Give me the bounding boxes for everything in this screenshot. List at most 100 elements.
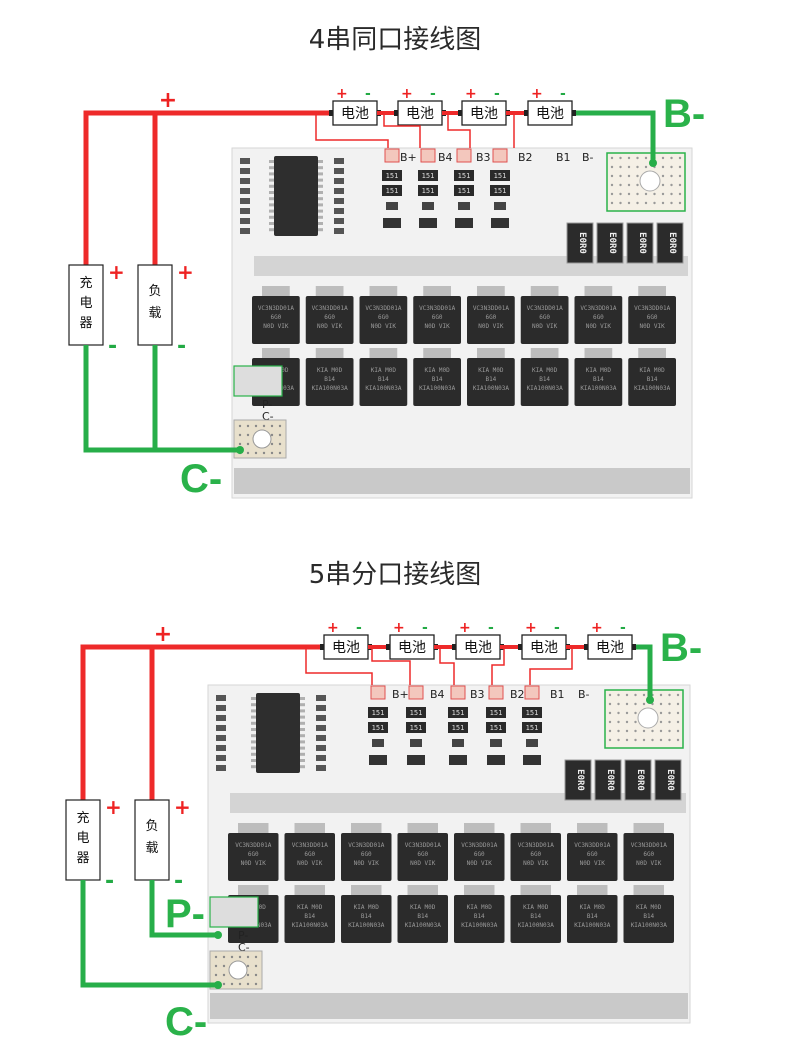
mosfet-marking: VC3N3DD01A <box>405 842 442 849</box>
cell-minus-sign: - <box>422 620 428 636</box>
balance-tap-wire <box>383 113 421 148</box>
load-minus-sign: - <box>174 869 183 894</box>
balance-tap-pad <box>450 685 466 700</box>
pad-via <box>254 982 258 986</box>
pad-via <box>676 702 680 706</box>
mosfet-marking: KIA M0D <box>371 367 397 374</box>
mosfet-marking: VC3N3DD01A <box>518 842 555 849</box>
pad-via <box>619 201 622 205</box>
sot-transistor <box>407 755 425 765</box>
ic-pin <box>251 752 256 756</box>
power-mosfet <box>284 895 335 943</box>
mosfet-marking: B14 <box>324 376 335 383</box>
smd-passive <box>216 745 226 751</box>
mosfet-tab <box>407 885 438 895</box>
smd-passive <box>216 715 226 721</box>
pad-via <box>246 442 250 446</box>
smd-passive <box>216 725 226 731</box>
mosfet-marking: N0D VIK <box>410 860 436 867</box>
pad-via <box>651 738 654 742</box>
power-mosfet <box>574 358 623 406</box>
pad-via <box>644 201 648 205</box>
tap-label: B1 <box>550 688 565 701</box>
sot-transistor <box>491 218 509 228</box>
load-label: 载 <box>148 306 161 321</box>
pad-via <box>644 192 648 196</box>
pad-via <box>634 729 637 733</box>
pad-via <box>610 174 614 178</box>
smd-passive <box>216 705 226 711</box>
pad-via <box>670 174 673 178</box>
mosfet-marking: VC3N3DD01A <box>348 842 385 849</box>
pad-via <box>222 973 226 977</box>
current-sense-resistor <box>594 759 622 801</box>
b-minus-wire <box>576 110 656 163</box>
pad-via <box>636 183 639 187</box>
mosfet-marking: 6G0 <box>593 314 604 321</box>
smd-passive <box>316 705 326 711</box>
smd-resistor-151 <box>368 722 388 733</box>
balance-tap-pad <box>408 685 424 700</box>
pad-via <box>608 711 612 715</box>
mosfet-marking: 6G0 <box>378 314 389 321</box>
ic-pin <box>300 721 305 725</box>
mosfet-marking: 6G0 <box>485 314 496 321</box>
mosfet-tab <box>315 286 344 296</box>
smd-diode <box>372 739 384 747</box>
pad-via <box>661 156 665 160</box>
pad-via <box>678 174 682 178</box>
b-minus-terminal <box>649 159 657 167</box>
mosfet-marking: KIA100N03A <box>292 922 329 929</box>
diagram-2: 5串分口接线图151151151151151151151151151151B+B… <box>65 560 702 1044</box>
power-mosfet <box>520 358 569 406</box>
mosfet-marking: KIA100N03A <box>405 922 442 929</box>
mosfet-tab <box>238 823 269 833</box>
smd-resistor-151 <box>490 185 510 196</box>
cell-terminal <box>584 644 588 650</box>
pad-via <box>627 192 631 196</box>
pad-via <box>625 738 629 742</box>
sot-transistor <box>383 218 401 228</box>
pad-via <box>634 720 637 724</box>
pad-via <box>642 702 646 706</box>
battery-cell-label: 电池 <box>341 106 369 122</box>
cell-minus-sign: - <box>554 620 560 636</box>
ic-pin <box>251 697 256 700</box>
chip-label: 151 <box>458 187 471 195</box>
power-mosfet <box>574 296 623 344</box>
smd-passive <box>240 208 250 214</box>
resistor-label: E0R0 <box>635 769 645 791</box>
smd-passive <box>334 168 344 174</box>
mosfet-marking: N0D VIK <box>424 323 450 330</box>
smd-passive <box>316 735 326 741</box>
tap-label: B2 <box>510 688 525 701</box>
mosfet-tab <box>262 348 290 358</box>
mosfet-marking: 6G0 <box>248 851 259 858</box>
pad-via <box>270 442 274 446</box>
pad-via <box>617 729 620 733</box>
pad-via <box>668 711 671 715</box>
pad-via <box>668 738 671 742</box>
current-sense-resistor <box>596 222 624 264</box>
ic-pin <box>269 160 274 163</box>
pad-via <box>670 165 673 169</box>
chip-label: 151 <box>372 724 385 732</box>
cell-minus-sign: - <box>356 620 362 636</box>
power-mosfet <box>413 296 461 344</box>
pad-via <box>617 702 620 706</box>
negative-wire <box>149 880 218 938</box>
cell-terminal <box>632 644 636 650</box>
smd-diode <box>526 739 538 747</box>
pad-via <box>659 729 663 733</box>
mosfet-marking: B14 <box>530 913 541 920</box>
power-mosfet <box>567 833 618 881</box>
power-mosfet <box>341 833 392 881</box>
mosfet-marking: N0D VIK <box>478 323 504 330</box>
mosfet-marking: KIA M0D <box>410 904 436 911</box>
mosfet-tab <box>464 885 495 895</box>
pad-via <box>610 192 614 196</box>
pad-via <box>222 964 226 968</box>
ic-pin <box>269 172 274 176</box>
chip-label: 151 <box>386 172 399 180</box>
